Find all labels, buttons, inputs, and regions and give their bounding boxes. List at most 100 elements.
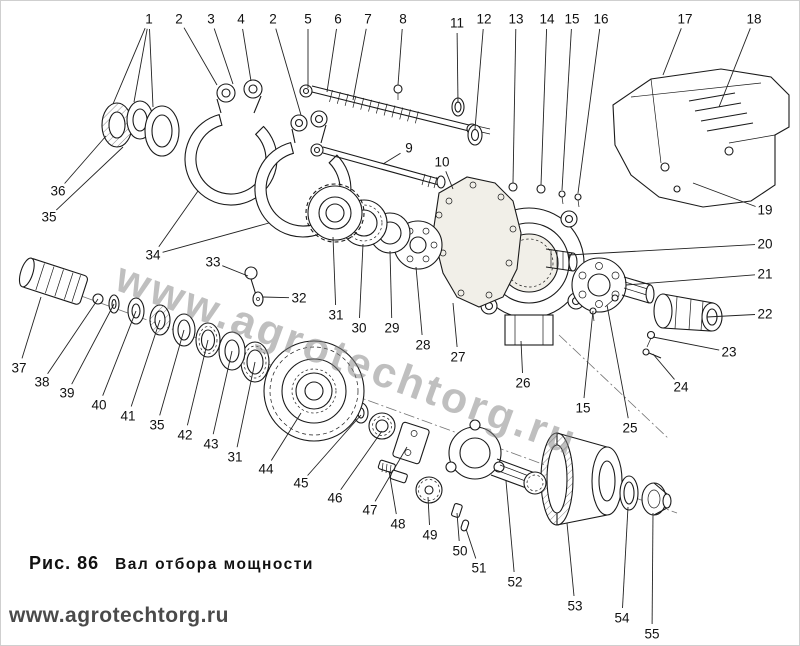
part-callout-3: 3 (207, 12, 234, 85)
part-number-label: 3 (207, 12, 215, 27)
part-number-label: 55 (644, 627, 659, 642)
ring-54 (619, 475, 639, 511)
part-callout-23: 23 (652, 336, 737, 360)
part-number-label: 23 (721, 345, 736, 360)
cover-cap-22 (653, 293, 723, 332)
part-number-label: 26 (515, 376, 530, 391)
part-callout-5: 5 (304, 12, 312, 88)
site-watermark-bottom: www.agrotechtorg.ru (9, 604, 229, 627)
part-callout-45: 45 (293, 414, 362, 491)
shaft-assembly-52 (445, 419, 547, 495)
part-callout-38: 38 (34, 298, 99, 390)
part-callout-47: 47 (362, 446, 408, 518)
part-callout-46: 46 (327, 430, 383, 506)
part-number-label: 27 (450, 350, 465, 365)
part-number-label: 42 (177, 428, 192, 443)
part-number-label: 40 (91, 398, 106, 413)
part-callout-49: 49 (422, 496, 438, 543)
part-number-label: 17 (677, 12, 692, 27)
part-callout-14: 14 (539, 12, 555, 186)
part-callout-35: 35 (149, 329, 185, 433)
part-number-label: 44 (258, 462, 274, 477)
part-number-label: 31 (328, 308, 343, 323)
part-callout-7: 7 (352, 12, 372, 101)
part-callout-48: 48 (388, 470, 406, 532)
part-number-label: 54 (614, 611, 630, 626)
gasket-27 (432, 176, 522, 308)
spacer-rings-11-12 (451, 97, 483, 146)
axis-line-link (558, 334, 670, 440)
part-number-label: 30 (351, 321, 366, 336)
part-number-label: 1 (145, 12, 153, 27)
part-number-label: 22 (757, 307, 772, 322)
part-number-label: 8 (399, 12, 407, 27)
part-callout-2: 2 (269, 12, 302, 116)
part-callout-6: 6 (326, 12, 342, 93)
part-callout-42: 42 (177, 339, 209, 443)
part-callout-33: 33 (205, 255, 249, 277)
part-number-label: 39 (59, 386, 74, 401)
part-callout-32: 32 (262, 291, 307, 306)
part-number-label: 14 (539, 12, 555, 27)
part-callout-55: 55 (644, 512, 660, 642)
part-number-label: 21 (757, 267, 772, 282)
part-number-label: 47 (362, 503, 377, 518)
part-callout-53: 53 (566, 522, 583, 614)
part-number-label: 50 (452, 544, 467, 559)
small-parts-45-51 (353, 402, 470, 532)
part-callout-51: 51 (465, 528, 487, 576)
figure-title: Вал отбора мощности (115, 556, 314, 573)
guard-bracket-17-18 (612, 68, 790, 208)
part-number-label: 19 (757, 203, 772, 218)
part-callout-15: 15 (561, 12, 580, 191)
part-callout-31: 31 (227, 361, 256, 465)
part-callout-26: 26 (515, 340, 531, 391)
part-number-label: 2 (175, 12, 183, 27)
bearing-stack-upper (305, 183, 443, 270)
part-callout-34: 34 (145, 190, 270, 263)
part-number-label: 5 (304, 12, 312, 27)
part-callout-29: 29 (384, 250, 400, 336)
part-number-label: 51 (471, 561, 486, 576)
part-callout-21: 21 (625, 267, 773, 286)
part-callout-10: 10 (434, 155, 454, 190)
figure-number: Рис. 86 (29, 553, 100, 573)
part-callout-52: 52 (505, 480, 523, 590)
part-callout-31: 31 (328, 236, 344, 323)
part-callout-39: 39 (59, 303, 115, 401)
part-callout-30: 30 (351, 243, 367, 336)
part-number-label: 35 (149, 418, 164, 433)
part-callout-17: 17 (662, 12, 693, 76)
part-number-label: 7 (364, 12, 372, 27)
part-number-label: 20 (757, 237, 772, 252)
part-number-label: 13 (508, 12, 523, 27)
part-callout-11: 11 (450, 16, 464, 104)
figure-caption: Рис. 86 Вал отбора мощности (29, 553, 314, 574)
part-number-label: 31 (227, 450, 242, 465)
part-callout-40: 40 (91, 310, 137, 413)
part-callout-24: 24 (652, 353, 689, 395)
part-number-label: 24 (673, 380, 689, 395)
part-number-label: 34 (145, 248, 161, 263)
part-number-label: 52 (507, 575, 522, 590)
part-callout-13: 13 (508, 12, 524, 184)
part-number-label: 28 (415, 338, 430, 353)
part-callout-4: 4 (237, 12, 252, 82)
part-number-label: 18 (746, 12, 761, 27)
part-callout-50: 50 (452, 512, 468, 559)
part-callout-28: 28 (415, 266, 431, 353)
part-callout-44: 44 (258, 412, 302, 477)
part-callout-18: 18 (718, 12, 762, 108)
part-number-label: 41 (120, 409, 135, 424)
part-number-label: 16 (593, 12, 608, 27)
part-number-label: 38 (34, 375, 49, 390)
part-callout-25: 25 (606, 304, 638, 436)
drum-gear-44 (263, 340, 365, 442)
part-number-label: 32 (291, 291, 306, 306)
part-callout-20: 20 (568, 237, 773, 256)
part-number-label: 15 (575, 401, 590, 416)
part-callout-1: 1 (112, 12, 154, 108)
